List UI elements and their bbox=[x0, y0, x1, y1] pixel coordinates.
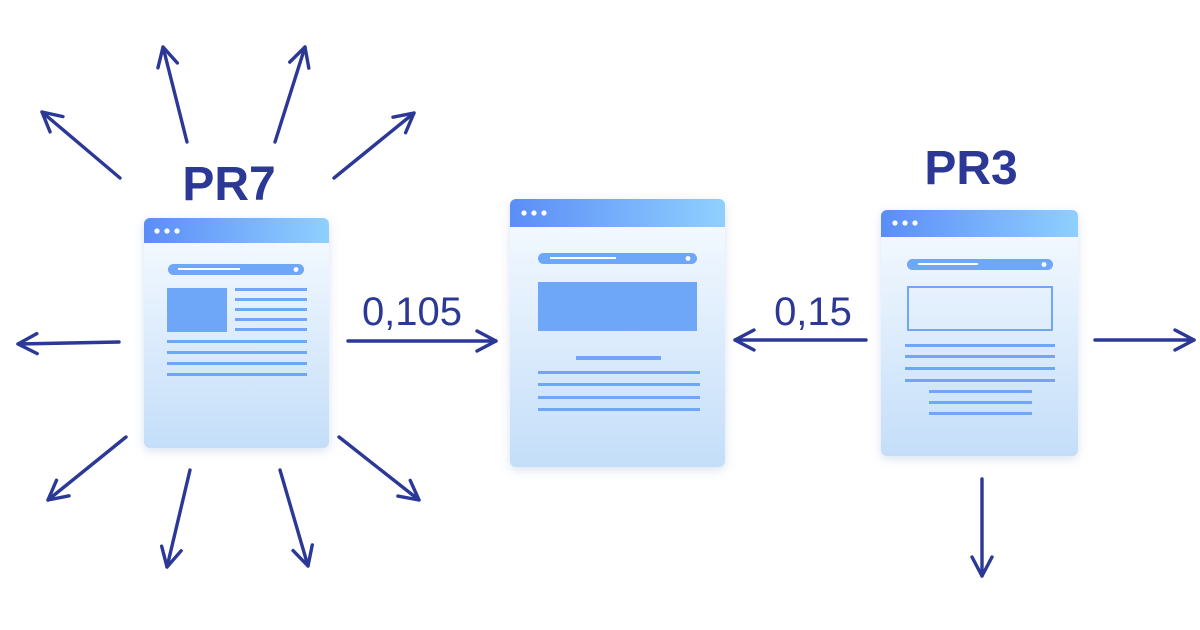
link-value-left: 0,105 bbox=[362, 290, 462, 334]
browser-header bbox=[510, 199, 725, 227]
arrow-icon bbox=[159, 468, 192, 569]
browser-header bbox=[144, 218, 329, 243]
page-center bbox=[510, 199, 725, 467]
arrow-icon bbox=[46, 435, 128, 502]
outgoing-links-right bbox=[970, 328, 1196, 578]
arrow-icon bbox=[40, 110, 122, 180]
arrow-icon bbox=[16, 331, 121, 356]
arrow-icon bbox=[278, 468, 314, 568]
image-block bbox=[167, 288, 227, 332]
address-bar bbox=[538, 253, 697, 264]
browser-window-icon bbox=[154, 228, 307, 376]
browser-window-icon bbox=[521, 210, 700, 411]
arrow-icon bbox=[332, 111, 416, 180]
page-left bbox=[144, 218, 329, 448]
page-right-label: PR3 bbox=[924, 142, 1017, 195]
browser-window-icon bbox=[892, 220, 1055, 415]
page-left-label: PR7 bbox=[182, 158, 275, 211]
address-bar bbox=[907, 259, 1053, 270]
arrow-icon bbox=[337, 435, 421, 502]
page-right bbox=[881, 210, 1078, 456]
arrow-icon bbox=[273, 45, 311, 144]
image-block bbox=[538, 282, 697, 331]
links-to-center bbox=[346, 328, 868, 353]
outgoing-links-left bbox=[16, 45, 421, 569]
arrow-icon bbox=[156, 45, 189, 144]
browser-header bbox=[881, 210, 1078, 237]
image-placeholder bbox=[907, 286, 1053, 331]
link-value-right: 0,15 bbox=[774, 290, 852, 334]
